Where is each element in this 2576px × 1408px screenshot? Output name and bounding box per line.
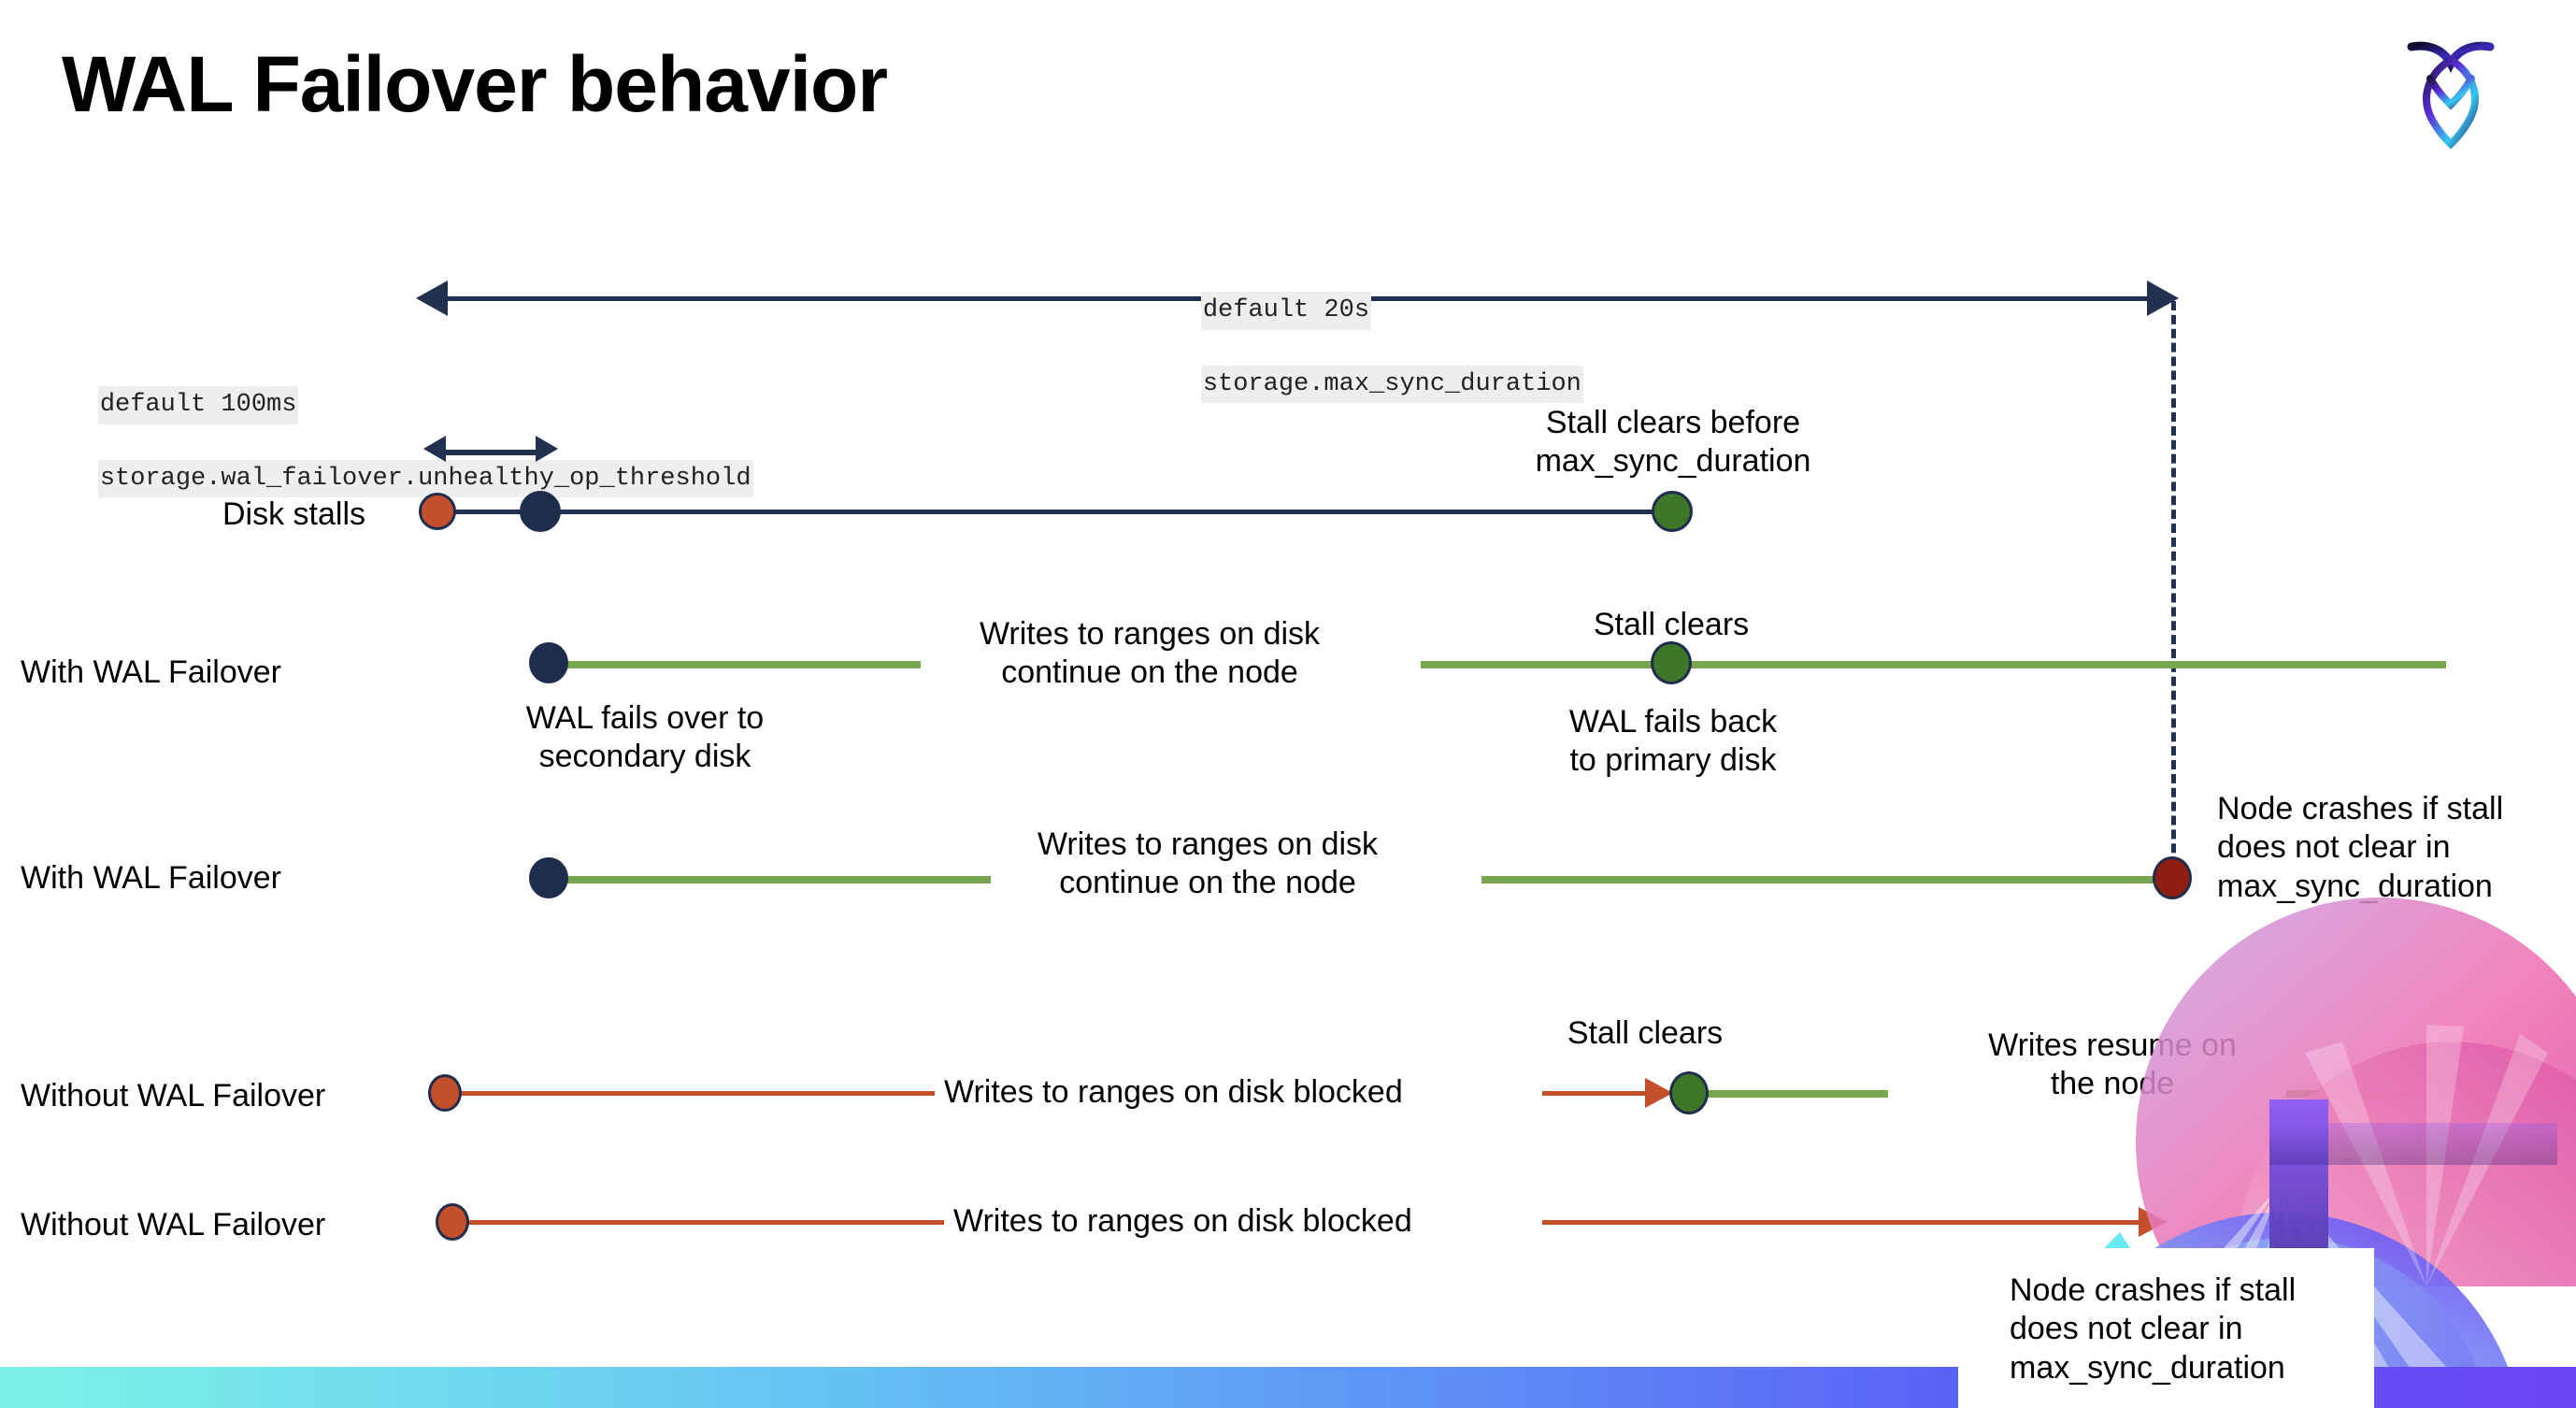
annotation-node-crashes-1: Node crashes if stall does not clear in … bbox=[2217, 791, 2504, 904]
without-failover-1-start-dot bbox=[428, 1074, 462, 1112]
annotation-writes-continue-2: Writes to ranges on disk continue on the… bbox=[1037, 826, 1379, 901]
max-sync-default-text: default 20s bbox=[1200, 292, 1372, 330]
annotation-writes-blocked-1: Writes to ranges on disk blocked bbox=[944, 1074, 1403, 1110]
without-failover-1-resume-a bbox=[1692, 1090, 1888, 1098]
max-sync-dashed-guide bbox=[2171, 301, 2176, 881]
node-crashes-callout-card bbox=[1958, 1248, 2374, 1408]
with-failover-1-failover-dot bbox=[529, 642, 568, 683]
with-failover-2-failover-dot bbox=[529, 857, 568, 898]
max-sync-duration-chip: default 20s storage.max_sync_duration bbox=[1140, 256, 1583, 439]
unhealthy-setting-text: storage.wal_failover.unhealthy_op_thresh… bbox=[97, 459, 753, 498]
cockroach-labs-logo-icon bbox=[2395, 26, 2507, 157]
annotation-writes-continue-1: Writes to ranges on disk continue on the… bbox=[979, 616, 1321, 691]
with-failover-1-segment-b bbox=[1421, 661, 2446, 668]
annotation-stall-clears-before: Stall clears before max_sync_duration bbox=[1535, 405, 1811, 480]
annotation-writes-resume: Writes resume on the node bbox=[1988, 1027, 2237, 1102]
without-failover-2-start-dot bbox=[436, 1203, 469, 1241]
with-failover-1-stall-clears-dot bbox=[1651, 641, 1692, 684]
annotation-wal-fails-back: WAL fails back to primary disk bbox=[1568, 704, 1778, 779]
threshold-span-line bbox=[443, 450, 537, 455]
disk-stall-start-dot bbox=[419, 493, 456, 530]
row-label-with-wal-failover-2: With WAL Failover bbox=[21, 860, 281, 896]
annotation-stall-clears-1: Stall clears bbox=[1593, 607, 1750, 642]
disk-stalls-timeline bbox=[439, 510, 1675, 514]
row-label-without-wal-failover-1: Without WAL Failover bbox=[21, 1078, 326, 1113]
row-label-with-wal-failover-1: With WAL Failover bbox=[21, 654, 281, 690]
without-failover-1-arrow-head bbox=[1645, 1078, 1673, 1108]
with-failover-1-segment-a bbox=[542, 661, 921, 668]
without-failover-1-blocked-b bbox=[1542, 1091, 1654, 1096]
row-label-without-wal-failover-2: Without WAL Failover bbox=[21, 1207, 326, 1243]
without-failover-1-stall-clears-dot bbox=[1669, 1071, 1709, 1114]
max-sync-arrow-left-head bbox=[416, 280, 448, 316]
unhealthy-op-threshold-chip: default 100ms storage.wal_failover.unhea… bbox=[37, 351, 753, 534]
threshold-arrow-right-head bbox=[536, 436, 558, 462]
unhealthy-default-text: default 100ms bbox=[97, 386, 299, 424]
page-title: WAL Failover behavior bbox=[62, 40, 888, 128]
disk-stall-threshold-dot bbox=[520, 491, 561, 532]
with-failover-2-segment-b bbox=[1481, 876, 2178, 884]
without-failover-2-blocked-a bbox=[458, 1220, 944, 1225]
threshold-arrow-left-head bbox=[423, 436, 446, 462]
without-failover-1-blocked-a bbox=[449, 1091, 935, 1096]
without-failover-2-blocked-b bbox=[1542, 1220, 2150, 1225]
disk-stall-clears-dot bbox=[1652, 491, 1693, 532]
annotation-node-crashes-2: Node crashes if stall does not clear in … bbox=[2010, 1272, 2297, 1386]
annotation-stall-clears-2: Stall clears bbox=[1567, 1015, 1724, 1051]
max-sync-setting-text: storage.max_sync_duration bbox=[1200, 365, 1583, 404]
with-failover-2-crash-dot bbox=[2153, 856, 2192, 899]
without-failover-1-resume-b bbox=[2286, 1090, 2450, 1098]
row-label-disk-stalls: Disk stalls bbox=[222, 496, 366, 532]
without-failover-2-arrow-head bbox=[2139, 1207, 2167, 1237]
annotation-writes-blocked-2: Writes to ranges on disk blocked bbox=[953, 1203, 1412, 1239]
annotation-wal-fails-over: WAL fails over to secondary disk bbox=[525, 700, 765, 775]
with-failover-2-segment-a bbox=[542, 876, 991, 884]
